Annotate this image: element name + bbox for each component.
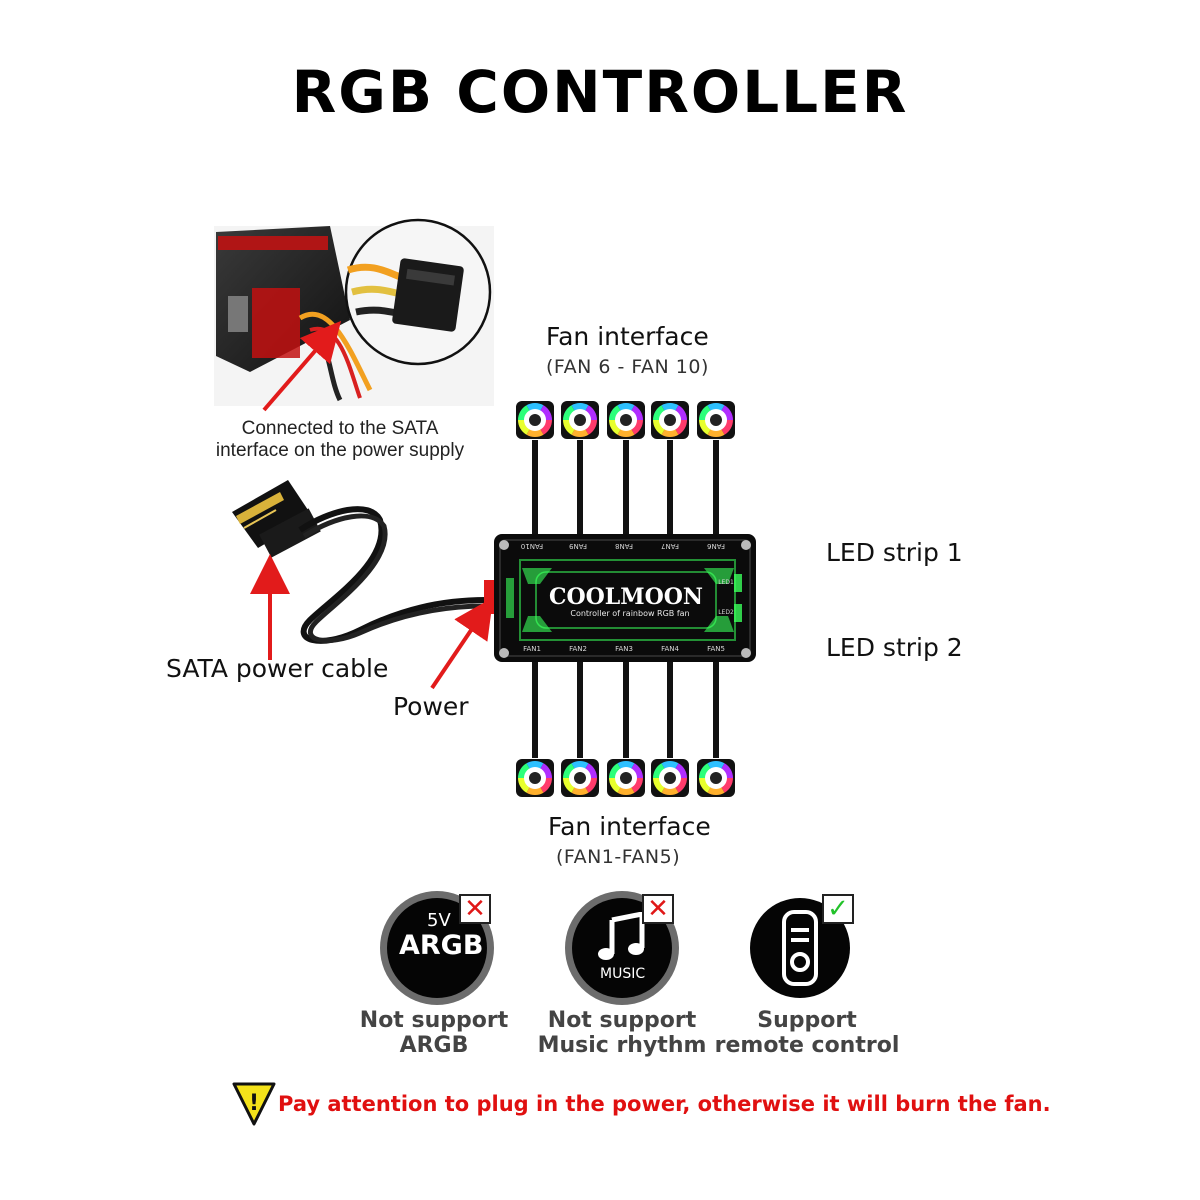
svg-text:!: ! (249, 1091, 259, 1116)
music-text: MUSIC (600, 966, 646, 982)
feature-argb-label-line1: Not support (359, 1008, 509, 1033)
fan-cables (532, 440, 719, 758)
fan-bottom-4 (651, 759, 689, 797)
feature-music-label-line1: Not support (547, 1008, 697, 1033)
power-arrow (430, 597, 494, 690)
fan-interface-top-range: (FAN 6 - FAN 10) (546, 356, 709, 378)
fan-interface-top-label: Fan interface (546, 322, 709, 351)
controller-brand: COOLMOON (549, 584, 703, 610)
led-strip-1-label: LED strip 1 (826, 538, 963, 567)
fan-top-2 (561, 401, 599, 439)
feature-remote-label-line1: Support (757, 1008, 857, 1033)
port-label-top: FAN7 (661, 542, 679, 550)
warning-banner: Pay attention to plug in the power, othe… (228, 1082, 1051, 1132)
fan-top-3 (607, 401, 645, 439)
remote-control-icon (782, 910, 818, 986)
page-title: RGB CONTROLLER (291, 58, 909, 126)
led-strip-2-label: LED strip 2 (826, 633, 963, 662)
psu-caption-line1: Connected to the SATA (241, 418, 439, 439)
fan-bottom-1 (516, 759, 554, 797)
feature-argb: 5V ARGB ✕ (387, 894, 507, 1008)
psu-caption: Connected to the SATA interface on the p… (190, 418, 490, 462)
sata-connector (232, 480, 487, 644)
controller-board (494, 534, 756, 662)
fan-interface-bottom-range: (FAN1-FAN5) (556, 846, 681, 868)
power-port (484, 580, 494, 614)
port-label-top: FAN6 (707, 542, 725, 550)
feature-remote: ✓ (750, 894, 870, 1008)
x-mark-icon: ✕ (642, 894, 674, 924)
argb-voltage: 5V (427, 910, 451, 931)
check-mark-icon: ✓ (822, 894, 854, 924)
port-label-bottom: FAN2 (569, 645, 587, 653)
argb-text: ARGB (399, 930, 484, 961)
port-label-bottom: FAN4 (661, 645, 679, 653)
fans-top (516, 401, 735, 439)
fan-bottom-3 (607, 759, 645, 797)
fan-top-5 (697, 401, 735, 439)
warning-icon: ! (232, 1082, 276, 1126)
port-label-top: FAN9 (569, 542, 587, 550)
feature-music-label-line2: Music rhythm (537, 1033, 707, 1058)
feature-argb-label: Not support ARGB (334, 1008, 534, 1058)
fan-interface-bottom-label: Fan interface (548, 812, 711, 841)
warning-text: Pay attention to plug in the power, othe… (278, 1092, 1051, 1116)
psu-arrow (262, 320, 342, 412)
sata-power-cable-label: SATA power cable (166, 654, 389, 683)
psu-image (214, 218, 494, 406)
fan-bottom-5 (697, 759, 735, 797)
led-port-label: LED2 (718, 609, 734, 616)
led-strips (756, 579, 976, 623)
fan-top-1 (516, 401, 554, 439)
psu-caption-line2: interface on the power supply (215, 440, 465, 461)
fans-bottom (516, 759, 735, 797)
power-label: Power (393, 692, 469, 721)
port-label-bottom: FAN1 (523, 645, 541, 653)
fan-bottom-2 (561, 759, 599, 797)
port-label-top: FAN8 (615, 542, 633, 550)
port-label-top: FAN10 (521, 542, 543, 550)
feature-music: MUSIC ✕ (572, 894, 692, 1008)
port-label-bottom: FAN5 (707, 645, 725, 653)
fan-top-4 (651, 401, 689, 439)
x-mark-icon: ✕ (459, 894, 491, 924)
feature-remote-label: Support remote control (707, 1008, 907, 1058)
feature-remote-label-line2: remote control (714, 1033, 900, 1058)
feature-argb-label-line2: ARGB (399, 1033, 469, 1058)
feature-music-label: Not support Music rhythm (522, 1008, 722, 1058)
led-port-label: LED1 (718, 579, 734, 586)
controller-subtitle: Controller of rainbow RGB fan (570, 609, 689, 618)
port-label-bottom: FAN3 (615, 645, 633, 653)
